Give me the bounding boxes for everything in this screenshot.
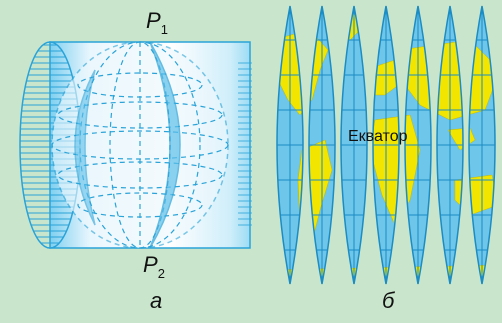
gore-outlines xyxy=(276,5,496,285)
pole-p2-label: P2 xyxy=(143,252,165,281)
pole-p1-label: P1 xyxy=(146,8,168,37)
globe-gore-left xyxy=(74,69,96,226)
greenland xyxy=(329,9,366,41)
panel-a-cylinder-projection: P1 P2 а xyxy=(19,8,252,313)
caption-b: б xyxy=(382,288,395,313)
caption-a: а xyxy=(150,288,163,313)
equator-label: Екватор xyxy=(348,128,408,145)
panel-b-globe-gores: Екватор б xyxy=(270,0,502,323)
globe-parallels xyxy=(51,72,229,218)
cylinder-globe-illustration xyxy=(19,41,252,249)
globe-gore-right xyxy=(149,41,181,249)
cylinder-right-hatch xyxy=(238,60,252,230)
europe xyxy=(364,59,406,96)
gores-illustration xyxy=(276,5,496,285)
